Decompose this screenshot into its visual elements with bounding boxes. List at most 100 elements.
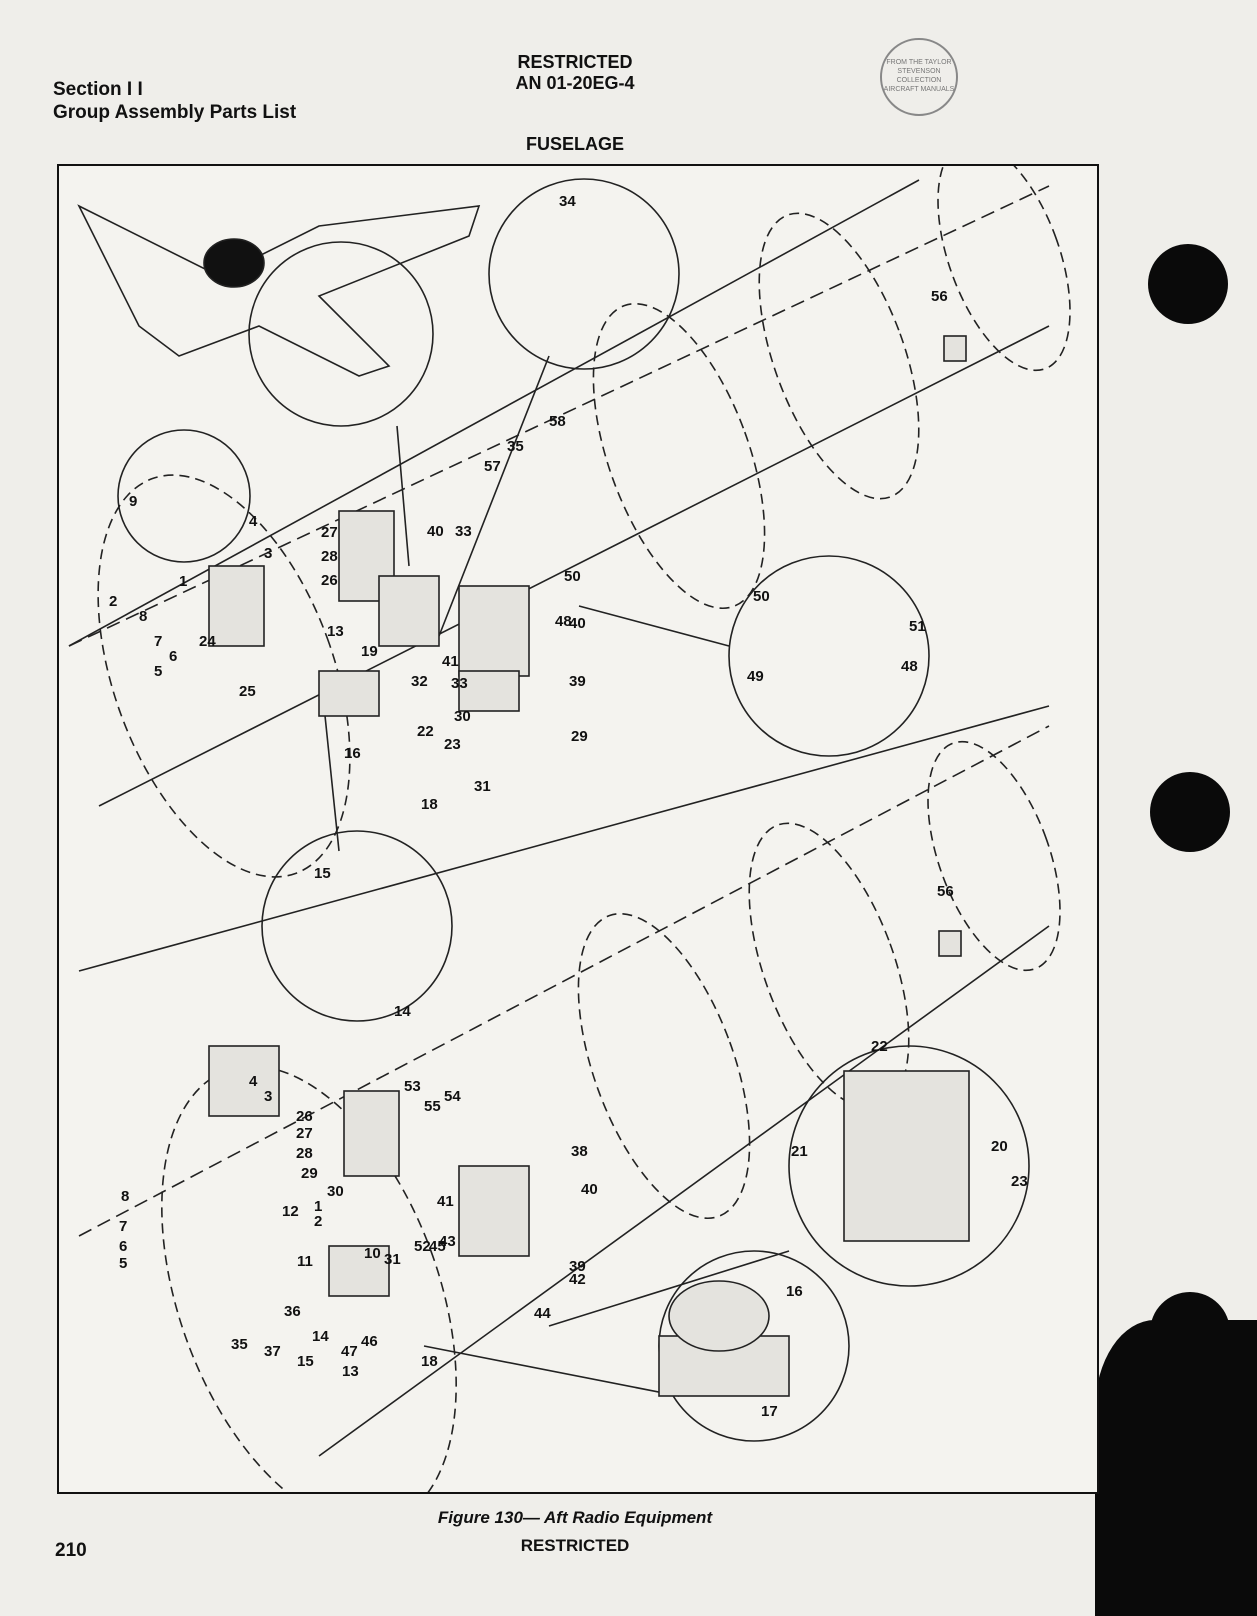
lower-callout-1: 1 [314, 1198, 322, 1215]
lower-fuselage-top-line [78, 705, 1050, 972]
upper-callout-23: 23 [444, 736, 461, 753]
upper-callout-7: 7 [154, 633, 162, 650]
lower-callout-4: 4 [249, 1073, 258, 1090]
lower-callout-14: 14 [312, 1328, 329, 1345]
figure-caption: Figure 130— Aft Radio Equipment [437, 1508, 713, 1527]
upper-callout-15: 15 [314, 865, 331, 882]
upper-callout-49: 49 [747, 668, 764, 685]
upper-callout-19: 19 [361, 643, 378, 660]
section-subtitle: Group Assembly Parts List [53, 102, 297, 123]
torn-page-corner [1095, 1320, 1257, 1616]
upper-callout-31: 31 [474, 778, 491, 795]
lower-callout-40: 40 [581, 1181, 598, 1198]
transmitter-upper [458, 585, 530, 677]
leader-line [396, 425, 410, 567]
upper-callout-48: 48 [901, 658, 918, 675]
upper-callout-58: 58 [549, 413, 566, 430]
upper-fuselage-top-line [68, 179, 920, 647]
lower-callout-26: 26 [296, 1108, 313, 1125]
lower-callout-52: 52 [414, 1238, 431, 1255]
upper-fuselage-bottom-line [98, 325, 1050, 807]
lower-callout-18: 18 [421, 1353, 438, 1370]
upper-callout-30: 30 [454, 708, 471, 725]
lower-callout-54: 54 [444, 1088, 461, 1105]
lower-callout-17: 17 [761, 1403, 778, 1420]
leader-line [548, 1250, 790, 1327]
upper-callout-57: 57 [484, 458, 501, 475]
bulkhead-frame [592, 302, 766, 610]
bulkhead-frame [937, 166, 1071, 372]
lower-callout-22: 22 [871, 1038, 888, 1055]
lower-callout-53: 53 [404, 1078, 421, 1095]
lower-callout-29: 29 [301, 1165, 318, 1182]
detail-circle-48-51 [728, 555, 930, 757]
document-number: AN 01-20EG-4 [515, 73, 635, 93]
leader-line [423, 1345, 680, 1397]
page-number: 210 [55, 1540, 87, 1561]
upper-callout-29: 29 [571, 728, 588, 745]
detail-circle-20-23 [788, 1045, 1030, 1287]
lower-fuselage-centerline [78, 725, 1050, 1237]
detail-circle-33 [248, 241, 434, 427]
upper-callout-1: 1 [179, 573, 187, 590]
upper-callout-33: 33 [455, 523, 472, 540]
bulkhead-frame [758, 212, 920, 500]
upper-callout-33: 33 [451, 675, 468, 692]
detail-circle-34 [488, 178, 680, 370]
lower-callout-8: 8 [121, 1188, 129, 1205]
upper-callout-50: 50 [753, 588, 770, 605]
lower-callout-42: 42 [569, 1271, 586, 1288]
binder-hole-middle [1150, 772, 1230, 852]
lower-callout-12: 12 [282, 1203, 299, 1220]
section-header: Section I I Group Assembly Parts List [53, 78, 296, 124]
lower-callout-27: 27 [296, 1125, 313, 1142]
upper-callout-40: 40 [427, 523, 444, 540]
bulkhead-frame [97, 474, 351, 878]
lower-callout-13: 13 [342, 1363, 359, 1380]
upper-callout-26: 26 [321, 572, 338, 589]
lower-callout-38: 38 [571, 1143, 588, 1160]
binder-hole-top [1148, 244, 1228, 324]
upper-callout-13: 13 [327, 623, 344, 640]
lower-callout-23: 23 [1011, 1173, 1028, 1190]
area-title: FUSELAGE [525, 134, 624, 154]
upper-callout-14: 14 [394, 1003, 411, 1020]
upper-callout-40: 40 [569, 615, 586, 632]
bulkhead-frame [577, 912, 751, 1220]
lower-callout-20: 20 [991, 1138, 1008, 1155]
upper-callout-16: 16 [344, 745, 361, 762]
transmitter-lower [458, 1165, 530, 1257]
detail-circle-14-15 [261, 830, 453, 1022]
lower-callout-39: 39 [569, 1258, 586, 1275]
dynamotor [668, 1280, 770, 1352]
lower-callout-7: 7 [119, 1218, 127, 1235]
upper-callout-24: 24 [199, 633, 216, 650]
lower-callout-46: 46 [361, 1333, 378, 1350]
exploded-view-drawing: 1234567891314151618192223242526272829303… [68, 166, 1071, 1492]
upper-callout-5: 5 [154, 663, 162, 680]
upper-callout-4: 4 [249, 513, 258, 530]
dynamotor-upper [378, 575, 440, 647]
upper-callout-50: 50 [564, 568, 581, 585]
document-header: RESTRICTED AN 01-20EG-4 [0, 52, 1150, 94]
upper-callout-48: 48 [555, 613, 572, 630]
lower-callout-2: 2 [314, 1213, 322, 1230]
upper-callout-9: 9 [129, 493, 137, 510]
lower-callout-16: 16 [786, 1283, 803, 1300]
upper-callout-27: 27 [321, 524, 338, 541]
lower-callout-37: 37 [264, 1343, 281, 1360]
aircraft-silhouette [77, 204, 481, 377]
upper-callout-28: 28 [321, 548, 338, 565]
lower-callout-43: 43 [439, 1233, 456, 1250]
detail-circle-9 [117, 429, 251, 563]
stamp-text: FROM THE TAYLOR STEVENSON COLLECTION AIR… [883, 59, 955, 93]
lower-callout-21: 21 [791, 1143, 808, 1160]
lower-callout-3: 3 [264, 1088, 272, 1105]
control-boxes-upper [458, 670, 520, 712]
lower-callout-55: 55 [424, 1098, 441, 1115]
leader-line [323, 705, 340, 852]
leader-line [438, 355, 550, 637]
upper-callout-34: 34 [559, 193, 576, 210]
upper-callout-22: 22 [417, 723, 434, 740]
